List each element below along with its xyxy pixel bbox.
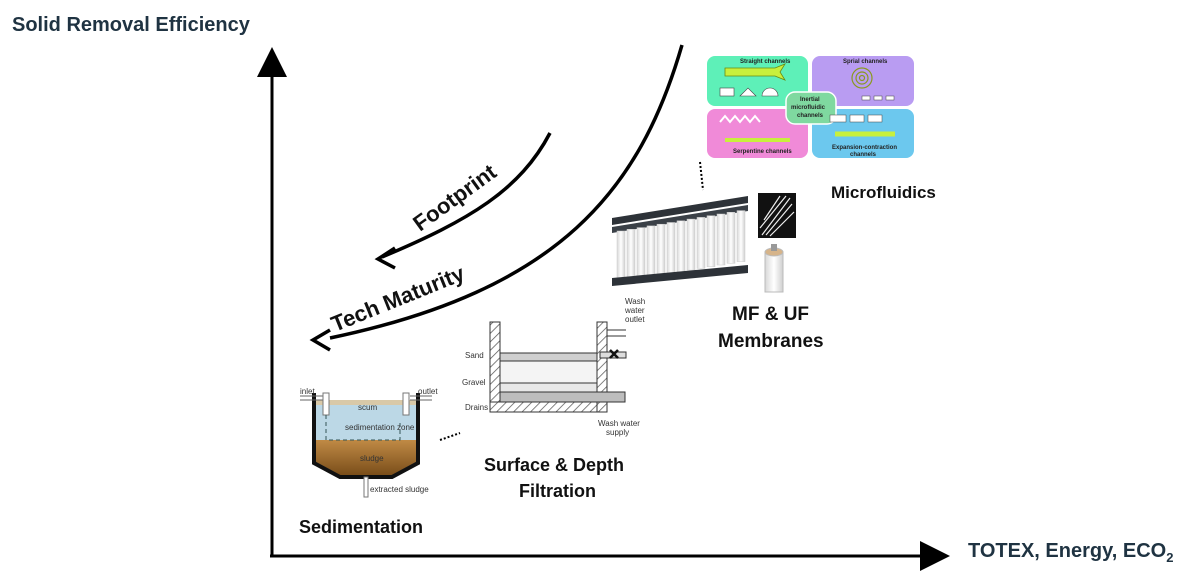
tech-maturity-label: Tech Maturity (328, 260, 469, 336)
sed-scum-label: scum (358, 403, 377, 412)
membrane-bottom-header (612, 265, 748, 286)
membrane-tube (626, 229, 636, 281)
spiral-label: Sprial channels (843, 59, 888, 65)
membrane-top-header-2 (612, 205, 748, 233)
sed-zone-label: sedimentation zone (345, 423, 415, 432)
y-axis-title: Solid Removal Efficiency (12, 14, 250, 36)
expansion-label-1: Expansion-contraction (832, 145, 897, 151)
filt-supply-2: supply (606, 428, 629, 437)
membranes-label-line2: Membranes (718, 331, 824, 352)
membrane-tube (696, 217, 706, 269)
membrane-tube (726, 212, 736, 264)
tech-maturity-arrow-head (309, 328, 331, 352)
membrane-tube (616, 230, 626, 283)
microfluidics-diagram: Straight channels Sprial channels Serpen… (707, 56, 914, 158)
dotted-connector (439, 432, 461, 441)
filt-sand-label: Sand (465, 351, 484, 360)
membrane-tube (656, 223, 666, 276)
membrane-tube (636, 227, 646, 279)
sedimentation-label: Sedimentation (299, 517, 423, 537)
center-label-1: Inertial (800, 97, 820, 103)
membrane-cartridge-image (764, 244, 784, 293)
filtration-diagram: Sand Gravel Drains Wash water outlet Was… (462, 297, 645, 437)
filt-outlet-2: water (624, 306, 645, 315)
x-axis-title-subscript: 2 (1166, 550, 1174, 565)
membrane-tube (716, 213, 726, 266)
expansion-label-2: channels (850, 152, 877, 158)
sed-sludge-label: sludge (360, 454, 384, 463)
filt-drains-label: Drains (465, 403, 488, 412)
filtration-label-line1: Surface & Depth (484, 455, 624, 475)
membrane-tube (666, 222, 676, 274)
center-label-3: channels (797, 113, 824, 119)
serpentine-channels-panel (707, 109, 808, 158)
spiral-channels-panel (812, 56, 914, 106)
membrane-tube (676, 220, 686, 273)
center-label-2: microfluidic (791, 105, 826, 111)
membrane-tube (646, 225, 656, 278)
hollow-fiber-image (758, 193, 796, 238)
sed-inlet-label: inlet (300, 387, 315, 396)
sed-outlet-label: outlet (418, 387, 438, 396)
serpentine-label: Serpentine channels (733, 149, 792, 155)
membrane-tube (706, 215, 716, 267)
filt-outlet-3: outlet (625, 315, 645, 324)
filtration-label-line2: Filtration (519, 481, 596, 501)
sedimentation-diagram: inlet outlet scum sedimentation zone slu… (300, 387, 438, 498)
dotted-connector-2 (699, 161, 704, 191)
x-axis-title: TOTEX, Energy, ECO2 (968, 540, 1173, 565)
footprint-arrow (381, 132, 552, 259)
membrane-top-header (612, 196, 748, 225)
x-axis-title-main: TOTEX, Energy, ECO (968, 540, 1167, 562)
filt-gravel-label: Gravel (462, 378, 486, 387)
trend-curve (329, 44, 684, 340)
center-badge (785, 91, 837, 125)
straight-label: Straight channels (740, 59, 791, 65)
filt-outlet-1: Wash (625, 297, 645, 306)
membrane-module-image (612, 196, 748, 286)
filt-supply-1: Wash water (598, 419, 640, 428)
membrane-tube (736, 210, 746, 262)
membranes-label-line1: MF & UF (732, 304, 809, 325)
sed-extracted-label: extracted sludge (370, 485, 429, 494)
footprint-arrow-head (374, 246, 396, 270)
microfluidics-label: Microfluidics (831, 183, 936, 202)
membrane-tube (686, 218, 696, 271)
